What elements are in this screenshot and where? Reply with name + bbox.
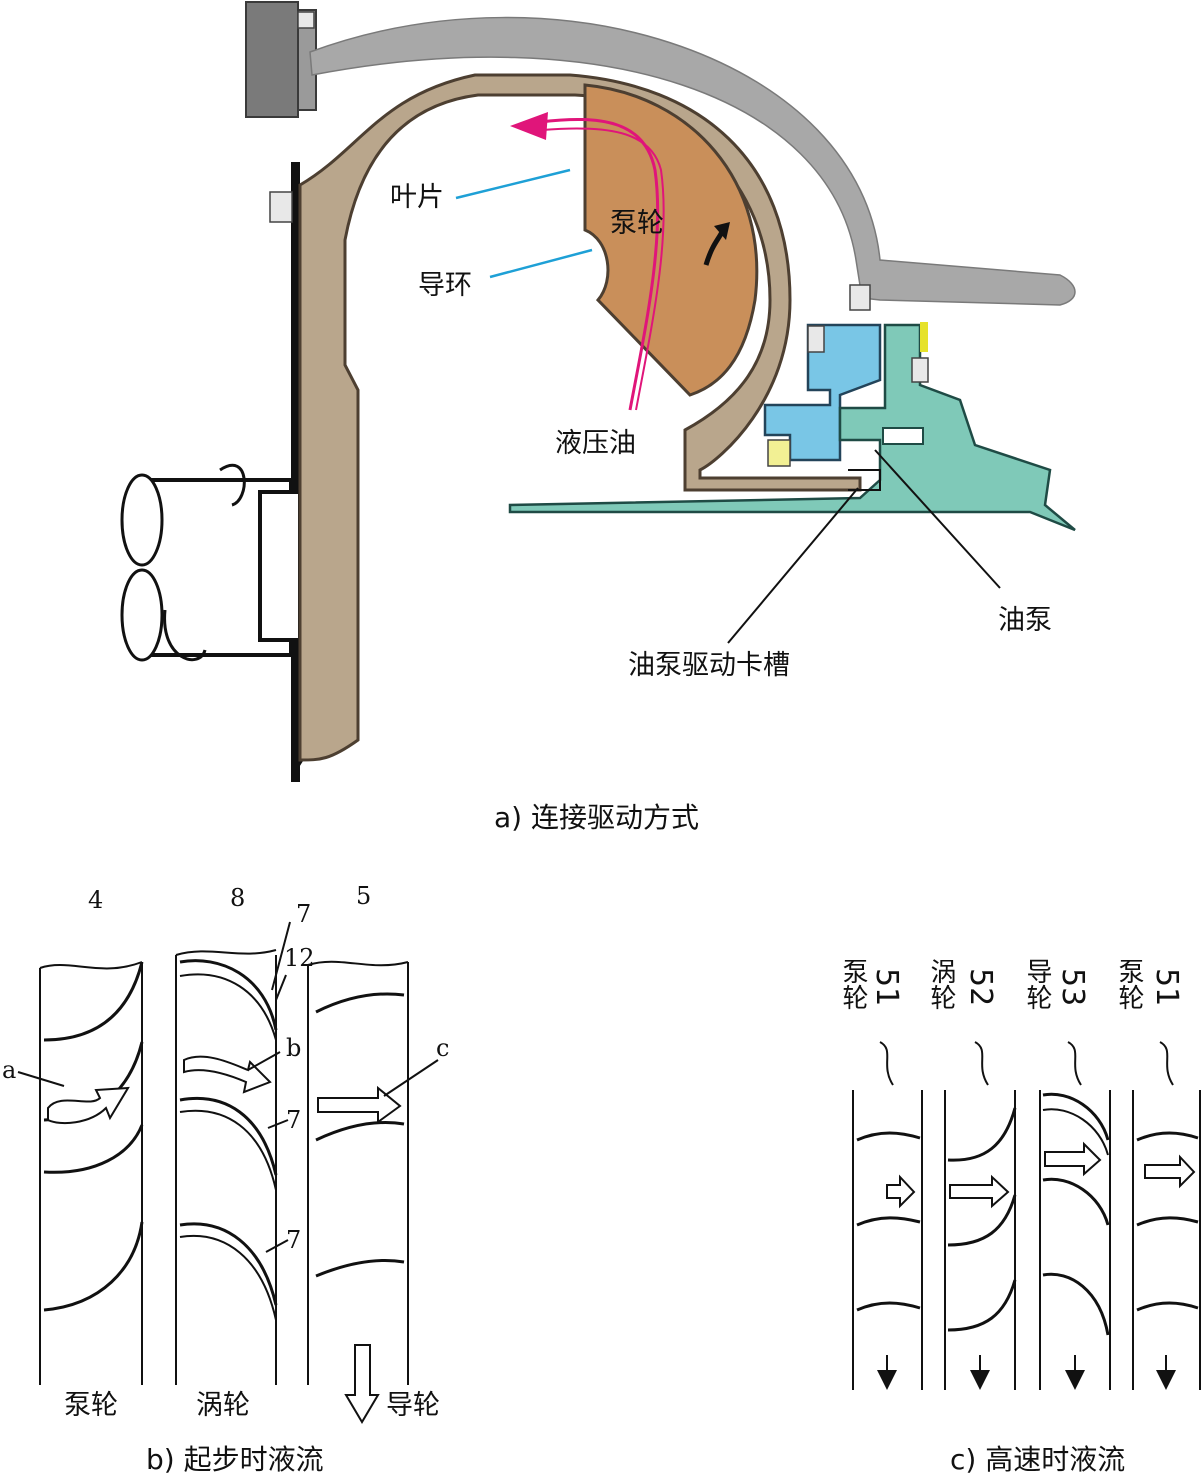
- c-number-4: 51: [1149, 968, 1184, 1007]
- letter-b: b: [286, 1034, 302, 1062]
- letter-a: a: [2, 1056, 17, 1084]
- hydraulic-flow-line: [539, 117, 660, 411]
- c-col-4: [1132, 1041, 1201, 1390]
- number-8: 8: [230, 884, 246, 912]
- c-name-2: 涡轮: [926, 958, 956, 1010]
- figure-b-drawing: [17, 921, 439, 1424]
- letter-c: c: [436, 1034, 450, 1062]
- label-blade: 叶片: [390, 182, 444, 213]
- gray-bracket: [309, 16, 1076, 306]
- number-4: 4: [88, 886, 104, 914]
- c-number-3: 53: [1055, 968, 1090, 1007]
- caption-figure-c: c) 高速时液流: [950, 1443, 1126, 1476]
- c-name-3: 导轮: [1022, 958, 1052, 1010]
- engine-shaft: [120, 463, 293, 662]
- converter-casing: [298, 73, 862, 762]
- label-pump-drive-slot: 油泵驱动卡槽: [628, 650, 790, 681]
- number-7-low: 7: [286, 1226, 302, 1254]
- mounting-block: [245, 1, 317, 118]
- c-name-4: 泵轮: [1114, 958, 1144, 1010]
- label-stator: 导轮: [386, 1390, 440, 1421]
- impeller-body: [583, 83, 759, 397]
- label-oil-pump: 油泵: [998, 605, 1052, 636]
- c-name-1: 泵轮: [838, 958, 868, 1010]
- figure-c-drawing: [852, 1041, 1201, 1390]
- caption-figure-a: a) 连接驱动方式: [494, 801, 699, 834]
- number-5: 5: [356, 882, 372, 910]
- pump-housing-blue: [763, 323, 882, 462]
- label-pump: 泵轮: [64, 1390, 118, 1421]
- turbine-panel: [175, 921, 291, 1385]
- number-12: 12: [284, 944, 315, 972]
- c-col-3: [1039, 1041, 1111, 1390]
- number-7-mid: 7: [286, 1106, 302, 1134]
- label-pump-wheel: 泵轮: [610, 208, 664, 239]
- pump-body-teal: [508, 323, 1076, 532]
- c-col-1: [852, 1041, 923, 1390]
- pump-panel: [17, 961, 144, 1385]
- figure-a-drawing: [120, 1, 1076, 782]
- c-col-2: [944, 1041, 1017, 1390]
- flywheel-plate: [291, 162, 300, 782]
- stator-panel: [307, 960, 439, 1424]
- c-number-2: 52: [963, 968, 998, 1007]
- label-turbine: 涡轮: [196, 1390, 250, 1421]
- caption-figure-b: b) 起步时液流: [146, 1443, 324, 1476]
- label-hydraulic-oil: 液压油: [555, 428, 636, 459]
- label-guide-ring: 导环: [418, 270, 472, 301]
- number-7-top: 7: [296, 900, 312, 928]
- c-number-1: 51: [869, 968, 904, 1007]
